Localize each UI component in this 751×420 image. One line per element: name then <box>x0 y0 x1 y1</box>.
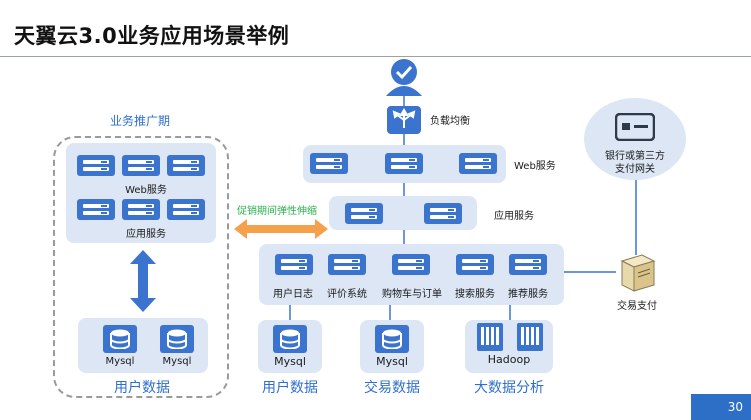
bigdata-caption: 大数据分析 <box>474 380 544 396</box>
server-icon <box>456 254 494 275</box>
server-icon <box>345 203 383 224</box>
load-balancer-icon <box>387 106 421 134</box>
database-icon <box>103 325 137 353</box>
database-icon <box>273 325 307 353</box>
server-icon <box>122 199 160 220</box>
page-number: 30 <box>691 394 751 420</box>
server-icon <box>167 199 205 220</box>
server-icon <box>392 254 430 275</box>
title-divider <box>0 56 751 57</box>
trade-db-label: Mysql <box>376 355 408 368</box>
server-icon <box>328 254 366 275</box>
card-icon <box>615 113 655 141</box>
server-icon <box>275 254 313 275</box>
service-cart-order: 购物车与订单 <box>382 289 442 300</box>
user-check-icon <box>386 59 422 96</box>
promo-period-group <box>53 136 229 398</box>
server-icon <box>122 155 160 176</box>
service-search: 搜索服务 <box>455 289 495 300</box>
double-arrow-icon <box>234 219 328 239</box>
double-arrow-icon <box>130 250 156 312</box>
hadoop-icon <box>477 323 543 351</box>
server-icon <box>77 155 115 176</box>
trade-data-caption: 交易数据 <box>364 380 420 396</box>
server-icon <box>310 153 348 174</box>
promo-heading: 业务推广期 <box>109 114 170 128</box>
pc-server-icon <box>620 254 656 292</box>
database-icon <box>160 325 194 353</box>
bigdata-label: Hadoop <box>487 353 531 366</box>
promo-data-label: 用户数据 <box>114 380 170 396</box>
app-service-label: 应用服务 <box>494 211 534 222</box>
service-recommend: 推荐服务 <box>508 289 548 300</box>
promo-web-label: Web服务 <box>125 185 167 196</box>
user-data-caption: 用户数据 <box>262 380 318 396</box>
promo-mysql-2: Mysql <box>162 356 192 367</box>
server-icon <box>385 153 423 174</box>
service-user-log: 用户日志 <box>273 289 313 300</box>
promo-mysql-1: Mysql <box>105 356 135 367</box>
service-review: 评价系统 <box>327 289 367 300</box>
web-service-label: Web服务 <box>514 161 556 172</box>
elastic-scaling-label: 促销期间弹性伸缩 <box>237 206 317 217</box>
bank-label-line2: 支付网关 <box>615 164 655 175</box>
server-icon <box>167 155 205 176</box>
server-icon <box>77 199 115 220</box>
database-icon <box>375 325 409 353</box>
bank-label-line1: 银行或第三方 <box>605 151 665 162</box>
server-icon <box>509 254 547 275</box>
promo-app-label: 应用服务 <box>126 229 166 240</box>
load-balancer-label: 负载均衡 <box>430 116 470 127</box>
page-title: 天翼云3.0业务应用场景举例 <box>14 24 290 48</box>
server-icon <box>459 153 497 174</box>
payment-label: 交易支付 <box>617 301 657 312</box>
user-db-label: Mysql <box>274 355 306 368</box>
server-icon <box>424 203 462 224</box>
